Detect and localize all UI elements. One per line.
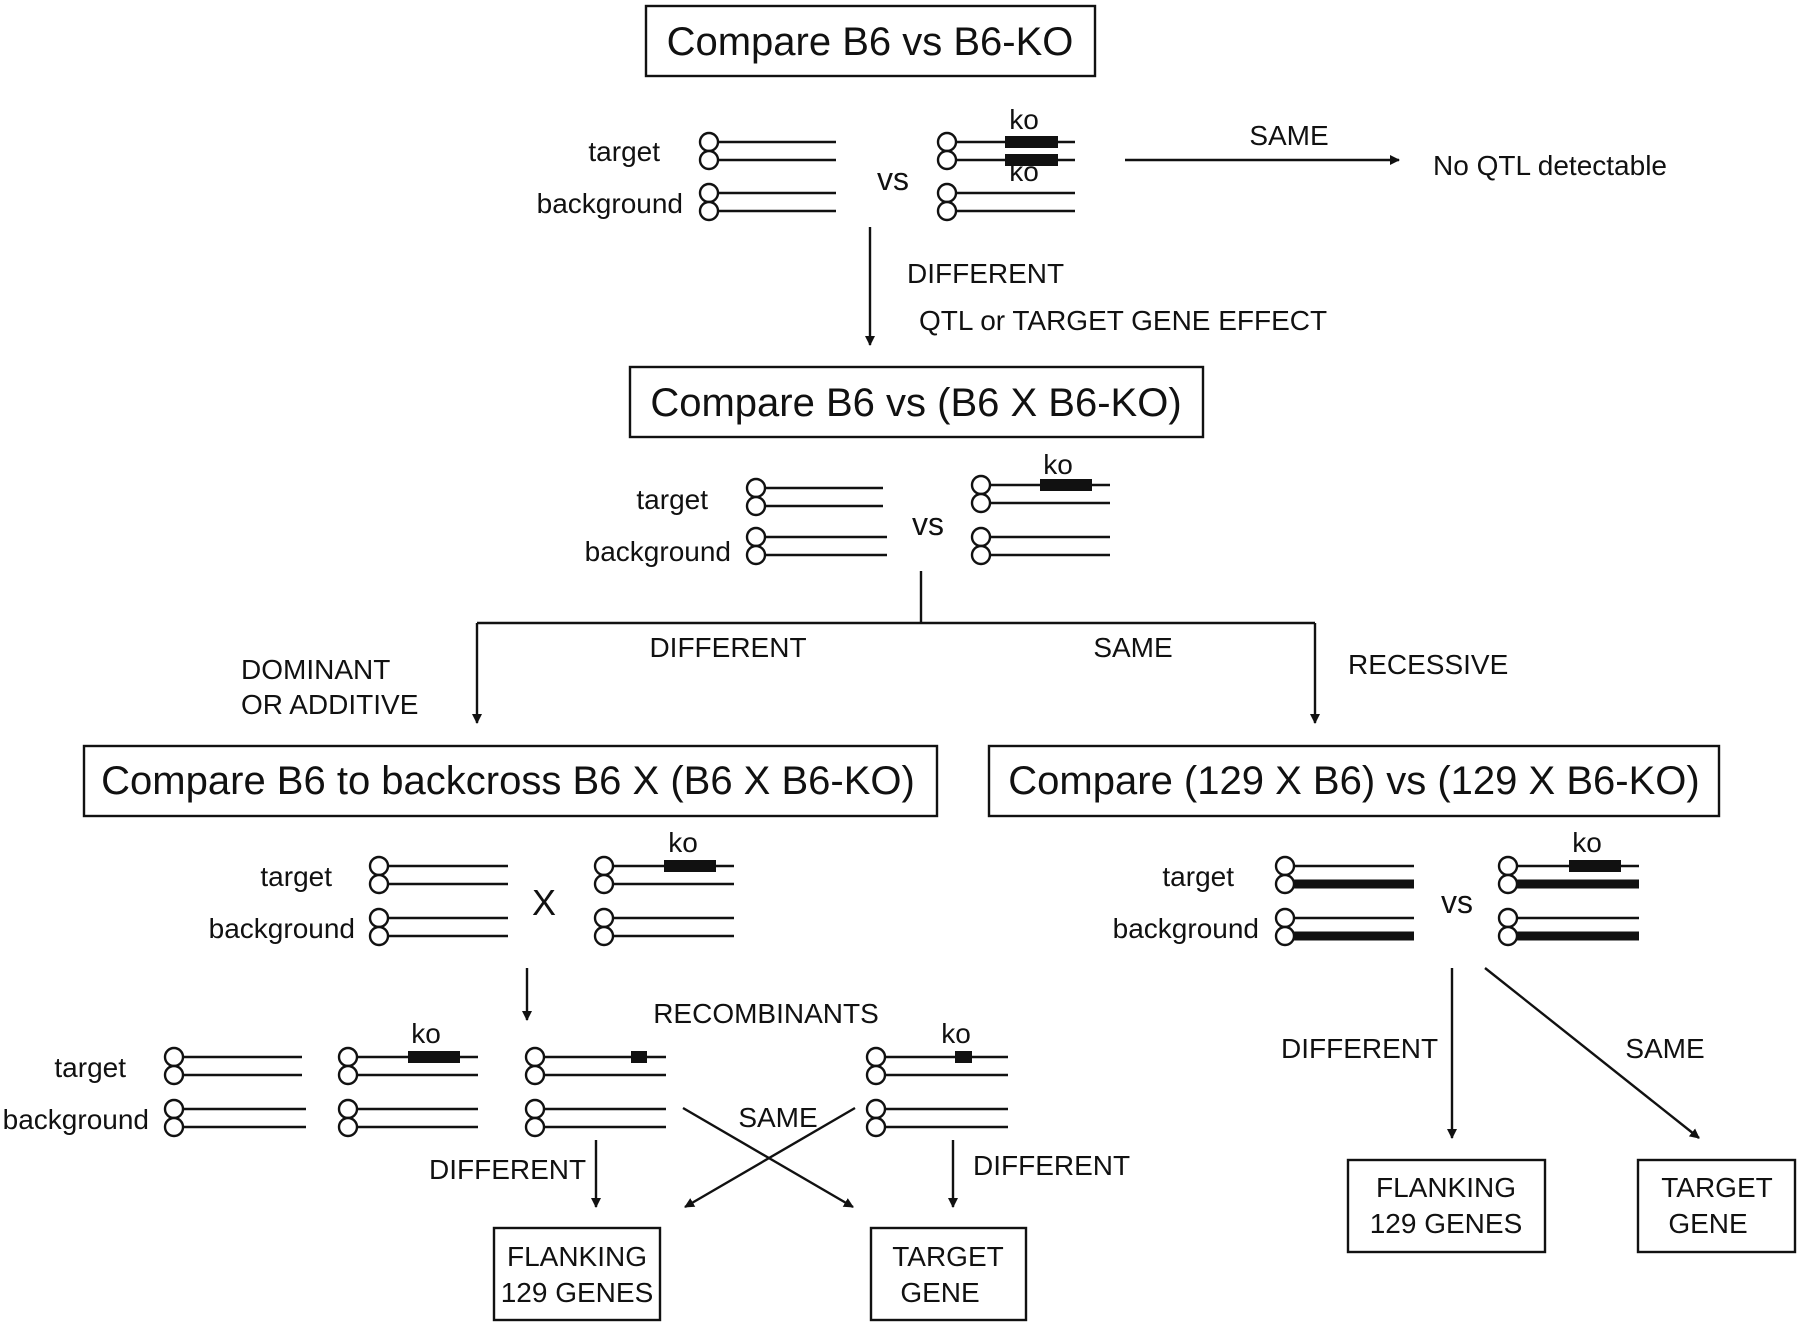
gene-text-right: GENE — [1668, 1208, 1747, 1239]
box-compare-b6-vs-b6ko-text: Compare B6 vs B6-KO — [667, 20, 1074, 64]
ko-segment — [1005, 154, 1058, 166]
genes-text-right: 129 GENES — [1370, 1208, 1523, 1239]
same-label-right: SAME — [1625, 1033, 1704, 1064]
recombinants-label: RECOMBINANTS — [653, 998, 879, 1029]
cross-label: X — [532, 882, 556, 923]
different-label-top: DIFFERENT — [907, 258, 1064, 289]
wildtype-chromosomes-1 — [698, 131, 836, 222]
vs-label-1: vs — [877, 161, 909, 197]
recombinant-chromosomes-2 — [865, 1046, 1008, 1138]
box-backcross-text: Compare B6 to backcross B6 X (B6 X B6-KO… — [101, 759, 915, 803]
different-label-right-bottom: DIFFERENT — [973, 1150, 1130, 1181]
ko-segment — [631, 1051, 647, 1063]
box-compare-129-crosses-text: Compare (129 X B6) vs (129 X B6-KO) — [1008, 759, 1699, 803]
box-target-gene-left — [869, 1226, 1028, 1322]
recombinant-chromosomes-1 — [524, 1046, 666, 1138]
ko-segment — [1569, 860, 1621, 872]
box-flanking-129-right — [1346, 1158, 1547, 1254]
f1-129-b6-chromosomes — [1274, 855, 1414, 947]
genes-text-left: 129 GENES — [501, 1277, 654, 1308]
box-compare-b6-vs-b6ko — [644, 4, 1097, 78]
no-qtl-label: No QTL detectable — [1433, 150, 1667, 181]
target-label: target — [636, 484, 708, 515]
flanking-text-right: FLANKING — [1376, 1172, 1516, 1203]
box-compare-129-crosses — [987, 744, 1721, 818]
target-text-left: TARGET — [892, 1241, 1003, 1272]
ko-segment — [955, 1051, 972, 1063]
target-label: target — [54, 1052, 126, 1083]
qtl-effect-label: QTL or TARGET GENE EFFECT — [919, 305, 1327, 336]
background-label: background — [209, 913, 355, 944]
same-label-cross: SAME — [738, 1102, 817, 1133]
f1-129-b6ko-chromosomes — [1497, 855, 1639, 947]
ko-label: ko — [1572, 827, 1602, 858]
knockout-chromosomes-1 — [936, 131, 1075, 222]
different-label-right: DIFFERENT — [1281, 1033, 1438, 1064]
arrow-same-right-branch — [1484, 967, 1700, 1139]
flanking-text-left: FLANKING — [507, 1241, 647, 1272]
ko-label: ko — [1043, 449, 1073, 480]
box-target-gene-right — [1636, 1158, 1797, 1254]
backcross-wildtype-chromosomes — [163, 1046, 306, 1138]
ko-segment — [408, 1051, 460, 1063]
same-label-branch: SAME — [1093, 632, 1172, 663]
wildtype-chromosomes-2 — [745, 477, 887, 566]
ko-label: ko — [1009, 156, 1039, 187]
vs-label-2: vs — [912, 506, 944, 542]
heterozygous-chromosomes-2 — [970, 474, 1110, 566]
ko-segment — [664, 860, 716, 872]
ko-label: ko — [411, 1018, 441, 1049]
dominant-label: DOMINANT — [241, 654, 390, 685]
target-label: target — [588, 136, 660, 167]
ko-segment — [1040, 479, 1092, 491]
different-label-branch: DIFFERENT — [649, 632, 806, 663]
ko-label: ko — [668, 827, 698, 858]
wildtype-chromosomes-3 — [368, 855, 508, 947]
background-label: background — [537, 188, 683, 219]
same-label-top: SAME — [1249, 120, 1328, 151]
target-label: target — [1162, 861, 1234, 892]
different-label-left-bottom: DIFFERENT — [429, 1154, 586, 1185]
ko-segment — [1005, 136, 1058, 148]
target-text-right: TARGET — [1661, 1172, 1772, 1203]
ko-label: ko — [941, 1018, 971, 1049]
additive-label: OR ADDITIVE — [241, 689, 418, 720]
box-compare-b6-vs-f1 — [628, 365, 1205, 439]
box-compare-b6-vs-f1-text: Compare B6 vs (B6 X B6-KO) — [650, 381, 1181, 425]
background-label: background — [585, 536, 731, 567]
ko-label: ko — [1009, 104, 1039, 135]
background-label: background — [1113, 913, 1259, 944]
gene-text-left: GENE — [900, 1277, 979, 1308]
box-flanking-129-left — [492, 1226, 662, 1322]
arrow-cross-to-flanking — [684, 1106, 856, 1209]
box-backcross — [82, 744, 939, 818]
target-label: target — [260, 861, 332, 892]
background-label: background — [3, 1104, 149, 1135]
heterozygous-chromosomes-3 — [593, 855, 734, 947]
recessive-label: RECESSIVE — [1348, 649, 1508, 680]
backcross-heterozygous-chromosomes — [337, 1046, 478, 1138]
vs-label-3: vs — [1441, 884, 1473, 920]
